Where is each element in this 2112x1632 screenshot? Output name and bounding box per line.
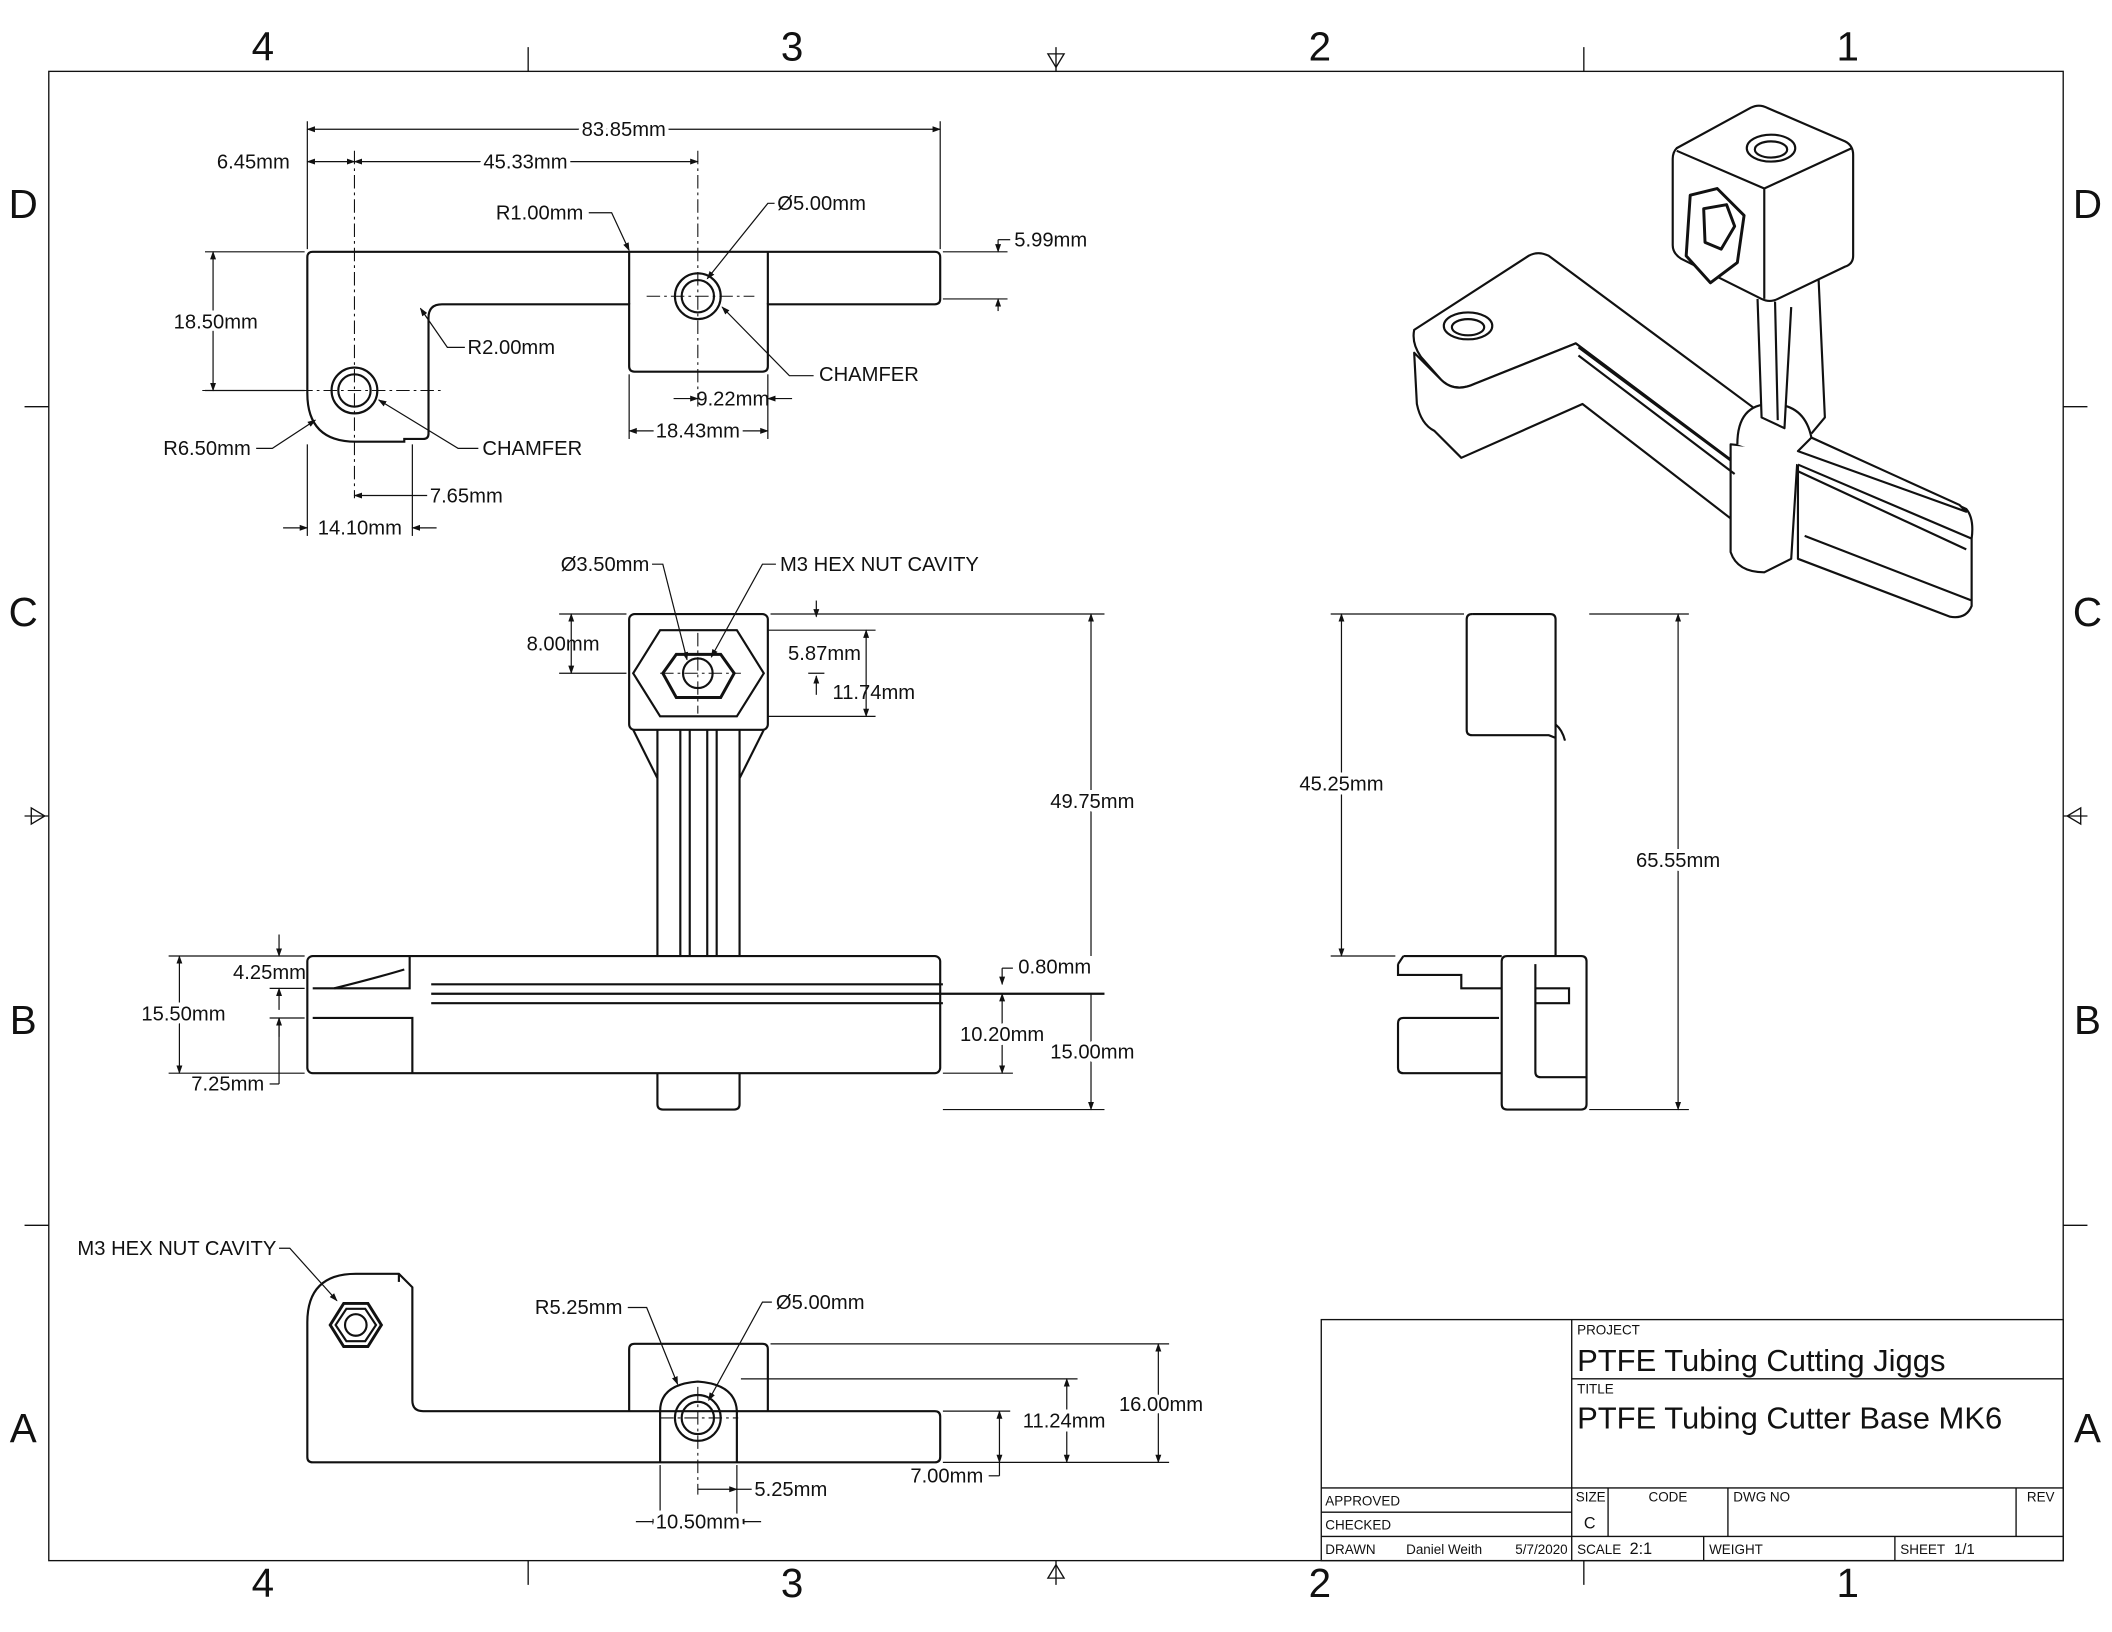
front-view-outline xyxy=(306,612,1105,1111)
bottom-view-dimension-lines xyxy=(279,1247,1170,1530)
dim-block-width: 18.43mm xyxy=(656,421,740,443)
side-view-dimension-lines xyxy=(1330,613,1689,1111)
dim-hole-spacing: 45.33mm xyxy=(483,151,567,173)
dim-bottom-boss-width: 10.50mm xyxy=(656,1511,740,1533)
front-view: Ø3.50mm M3 HEX NUT CAVITY 8.00mm 5.87mm … xyxy=(137,554,1138,1111)
front-view-dimension-lines xyxy=(168,563,1105,1111)
side-view: 45.25mm 65.55mm xyxy=(1295,612,1724,1111)
drawn-label: DRAWN xyxy=(1325,1542,1375,1557)
dim-bottom-hex-label: M3 HEX NUT CAVITY xyxy=(77,1238,276,1260)
title-block-grid xyxy=(1320,1318,2064,1562)
dim-overall-length: 83.85mm xyxy=(582,119,666,141)
dim-block-half: 9.22mm xyxy=(696,388,769,410)
dim-front-gap-height: 10.20mm xyxy=(960,1024,1044,1046)
front-view-centerlines xyxy=(660,632,741,714)
title-block: PROJECT PTFE Tubing Cutting Jiggs TITLE … xyxy=(1320,1318,2064,1562)
zone-row-b-left: B xyxy=(10,997,37,1043)
top-view-centerlines xyxy=(202,150,755,499)
dim-bottom-total-height: 16.00mm xyxy=(1119,1394,1203,1416)
approved-label: APPROVED xyxy=(1325,1493,1400,1508)
project-name: PTFE Tubing Cutting Jiggs xyxy=(1577,1343,1945,1378)
zone-col-4-top: 4 xyxy=(252,24,274,70)
drawing-title: PTFE Tubing Cutter Base MK6 xyxy=(1577,1401,2002,1436)
dim-chamfer-left: CHAMFER xyxy=(482,438,582,460)
code-label: CODE xyxy=(1648,1489,1687,1504)
checked-label: CHECKED xyxy=(1325,1518,1391,1533)
dim-front-hex-offset: 8.00mm xyxy=(527,633,600,655)
bottom-view-dimension-text: M3 HEX NUT CAVITY R5.25mm Ø5.00mm 11.24m… xyxy=(77,1238,1207,1537)
dim-chamfer-right: CHAMFER xyxy=(819,364,919,386)
dim-left-offset: 7.65mm xyxy=(430,485,503,507)
scale-label: SCALE xyxy=(1577,1542,1621,1557)
dim-bottom-bar-height: 7.00mm xyxy=(910,1466,983,1488)
zone-col-2-bottom: 2 xyxy=(1309,1560,1331,1606)
sheet-value: 1/1 xyxy=(1954,1542,1975,1558)
zone-row-a-left: A xyxy=(10,1405,37,1451)
dim-hole-offset-x: 6.45mm xyxy=(217,151,290,173)
zone-col-1-top: 1 xyxy=(1837,24,1859,70)
zone-row-b-right: B xyxy=(2074,997,2101,1043)
dim-front-bottom-height: 7.25mm xyxy=(191,1074,264,1096)
sheet-label: SHEET xyxy=(1900,1542,1945,1557)
dim-edge-radius: R1.00mm xyxy=(496,202,584,224)
zone-labels: 4 3 2 1 4 3 2 1 D C B A D C B A xyxy=(9,24,2102,1606)
dim-arm-width: 5.99mm xyxy=(1014,229,1087,251)
dim-left-width: 14.10mm xyxy=(318,518,402,540)
dim-front-hex-label: M3 HEX NUT CAVITY xyxy=(780,554,979,576)
drawn-by: Daniel Weith xyxy=(1406,1542,1482,1557)
dim-side-total-height: 65.55mm xyxy=(1636,850,1720,872)
top-view-dimension-lines xyxy=(204,121,1011,536)
dim-front-hex-half: 5.87mm xyxy=(788,643,861,665)
zone-col-3-top: 3 xyxy=(781,24,803,70)
dim-bottom-boss-height: 11.24mm xyxy=(1023,1410,1106,1432)
zone-col-3-bottom: 3 xyxy=(781,1560,803,1606)
dim-corner-radius: R6.50mm xyxy=(163,438,251,460)
zone-row-c-right: C xyxy=(2073,589,2102,635)
dim-height: 18.50mm xyxy=(174,312,258,334)
size-label: SIZE xyxy=(1576,1489,1606,1504)
dim-front-foot-height: 15.00mm xyxy=(1050,1041,1134,1063)
dim-front-hole-diameter: Ø3.50mm xyxy=(561,554,650,576)
dim-inner-radius: R2.00mm xyxy=(468,337,556,359)
dim-front-lip-height: 4.25mm xyxy=(233,962,306,984)
side-view-outline xyxy=(1396,612,1588,1111)
top-view-outline xyxy=(306,250,942,443)
top-view-dimension-text: 83.85mm 6.45mm 45.33mm R1.00mm Ø5.00mm 5… xyxy=(163,115,1087,540)
weight-label: WEIGHT xyxy=(1709,1542,1763,1557)
dim-bottom-half-width: 5.25mm xyxy=(754,1479,827,1501)
side-view-dimension-text: 45.25mm 65.55mm xyxy=(1295,769,1724,876)
bottom-view-centerlines xyxy=(660,1386,739,1495)
title-label: TITLE xyxy=(1577,1382,1614,1397)
dim-front-slot-width: 0.80mm xyxy=(1018,957,1091,979)
rev-label: REV xyxy=(2027,1489,2055,1504)
dim-bottom-hole-diameter: Ø5.00mm xyxy=(776,1292,865,1314)
zone-col-1-bottom: 1 xyxy=(1837,1560,1859,1606)
zone-col-2-top: 2 xyxy=(1309,24,1331,70)
zone-col-4-bottom: 4 xyxy=(252,1560,274,1606)
dim-front-post-height: 49.75mm xyxy=(1050,791,1134,813)
zone-row-c-left: C xyxy=(9,589,38,635)
drawn-date: 5/7/2020 xyxy=(1515,1542,1567,1557)
scale-value: 2:1 xyxy=(1630,1540,1652,1558)
dim-hole-diameter: Ø5.00mm xyxy=(777,193,866,215)
dim-front-hex-full: 11.74mm xyxy=(832,682,915,704)
dim-front-base-height: 15.50mm xyxy=(141,1004,225,1026)
zone-row-d-right: D xyxy=(2073,181,2102,227)
project-label: PROJECT xyxy=(1577,1322,1640,1337)
dwg-no-label: DWG NO xyxy=(1733,1489,1790,1504)
isometric-view xyxy=(1412,104,1974,619)
front-view-dimension-text: Ø3.50mm M3 HEX NUT CAVITY 8.00mm 5.87mm … xyxy=(137,554,1138,1096)
dim-side-upper-height: 45.25mm xyxy=(1299,773,1383,795)
dim-bottom-boss-radius: R5.25mm xyxy=(535,1297,623,1319)
drawing-frame xyxy=(24,47,2088,1585)
bottom-view: M3 HEX NUT CAVITY R5.25mm Ø5.00mm 11.24m… xyxy=(77,1238,1207,1537)
top-view: 83.85mm 6.45mm 45.33mm R1.00mm Ø5.00mm 5… xyxy=(163,115,1087,540)
size-value: C xyxy=(1584,1514,1596,1532)
zone-row-d-left: D xyxy=(9,181,38,227)
zone-row-a-right: A xyxy=(2074,1405,2101,1451)
